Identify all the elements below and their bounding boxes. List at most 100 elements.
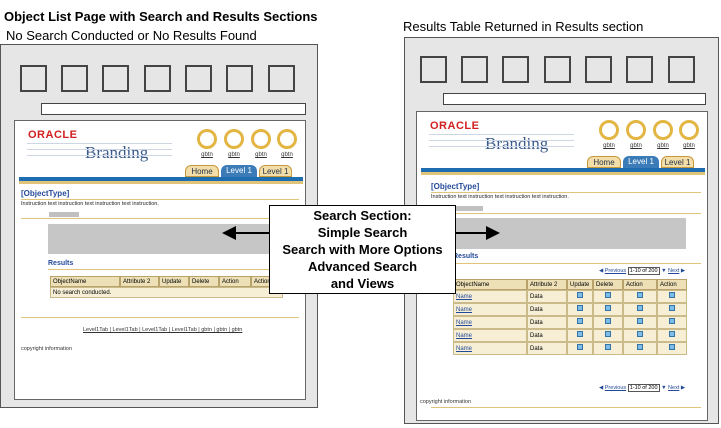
update-icon[interactable] [577, 292, 583, 298]
next-arrow-icon[interactable]: ▶ [680, 385, 686, 391]
column-header: Delete [593, 279, 623, 290]
toolbar-button-placeholder [626, 56, 653, 83]
action-icon[interactable] [669, 344, 675, 350]
tab-subbar [19, 181, 303, 184]
empty-results-message: No search conducted. [53, 290, 112, 296]
branding-rule [429, 134, 574, 135]
table-cell: Data [527, 329, 567, 342]
global-button-label[interactable]: gbtn [201, 152, 213, 158]
global-button-icon[interactable] [626, 120, 646, 140]
global-button-label[interactable]: gbtn [281, 152, 293, 158]
global-button-label[interactable]: gbtn [630, 143, 642, 149]
global-button-label[interactable]: gbtn [603, 143, 615, 149]
tab-home[interactable]: Home [587, 156, 621, 168]
table-cell: Data [527, 342, 567, 355]
delete-icon[interactable] [605, 305, 611, 311]
delete-icon[interactable] [605, 344, 611, 350]
next-arrow-icon[interactable]: ▶ [680, 268, 686, 274]
next-link[interactable]: Next [668, 268, 680, 274]
page-range-select[interactable]: 1-10 of 200 [627, 267, 660, 275]
global-button-icon[interactable] [224, 129, 244, 149]
callout-line: Advanced Search [307, 259, 418, 274]
global-button-icon[interactable] [277, 129, 297, 149]
page-range-select[interactable]: 1-10 of 200 [627, 384, 660, 392]
chevron-down-icon[interactable]: ▼ [661, 385, 667, 391]
results-navigation-top: ◀ Previous 1-10 of 200 ▼ Next ▶ [599, 267, 686, 275]
action-icon[interactable] [637, 292, 643, 298]
table-cell [567, 303, 593, 316]
callout-line: Simple Search [317, 225, 408, 240]
page-title: [ObjectType] [21, 189, 70, 198]
table-cell [567, 329, 593, 342]
tab-level1-active[interactable]: Level 1 [623, 156, 659, 168]
tab-level1[interactable]: Level 1 [259, 165, 292, 177]
search-label-placeholder [49, 212, 79, 217]
global-button-icon[interactable] [599, 120, 619, 140]
action-icon[interactable] [637, 318, 643, 324]
delete-icon[interactable] [605, 292, 611, 298]
table-cell [623, 342, 657, 355]
global-button-icon[interactable] [653, 120, 673, 140]
address-bar[interactable] [443, 93, 706, 105]
global-button-icon[interactable] [197, 129, 217, 149]
global-button-label[interactable]: gbtn [228, 152, 240, 158]
results-navigation-bottom: ◀ Previous 1-10 of 200 ▼ Next ▶ [599, 384, 686, 392]
object-name-link[interactable]: Name [456, 333, 473, 339]
title-rule [21, 199, 299, 200]
global-button-icon[interactable] [679, 120, 699, 140]
action-icon[interactable] [637, 305, 643, 311]
table-cell [623, 329, 657, 342]
oracle-logo: ORACLE [430, 120, 480, 132]
object-name-link[interactable]: Name [456, 346, 473, 352]
toolbar-button-placeholder [20, 65, 47, 92]
table-cell [567, 342, 593, 355]
table-cell: Data [527, 290, 567, 303]
previous-arrow-icon[interactable]: ◀ [599, 385, 604, 391]
table-cell [593, 290, 623, 303]
action-icon[interactable] [669, 305, 675, 311]
update-icon[interactable] [577, 344, 583, 350]
object-name-link[interactable]: Name [456, 294, 473, 300]
oracle-logo: ORACLE [28, 129, 78, 141]
next-link[interactable]: Next [668, 385, 680, 391]
global-button-icon[interactable] [251, 129, 271, 149]
previous-arrow-icon[interactable]: ◀ [599, 268, 604, 274]
footer-links[interactable]: Level1Tab | Level1Tab | Level1Tab | Leve… [83, 327, 243, 333]
branding-rule [429, 146, 574, 147]
object-name-link[interactable]: Name [456, 307, 473, 313]
attribute-value: Data [530, 320, 543, 326]
table-cell [623, 316, 657, 329]
update-icon[interactable] [577, 318, 583, 324]
tab-level1-active[interactable]: Level 1 [221, 165, 257, 177]
delete-icon[interactable] [605, 331, 611, 337]
previous-link[interactable]: Previous [604, 385, 627, 391]
delete-icon[interactable] [605, 318, 611, 324]
action-icon[interactable] [669, 318, 675, 324]
chevron-down-icon[interactable]: ▼ [661, 268, 667, 274]
tab-home[interactable]: Home [185, 165, 219, 177]
global-button-label[interactable]: gbtn [657, 143, 669, 149]
update-icon[interactable] [577, 305, 583, 311]
results-heading: Results [453, 253, 479, 260]
toolbar-button-placeholder [544, 56, 571, 83]
column-header: Delete [189, 276, 219, 287]
action-icon[interactable] [637, 331, 643, 337]
action-icon[interactable] [637, 344, 643, 350]
attribute-value: Data [530, 307, 543, 313]
callout-line: Search with More Options [282, 242, 443, 257]
previous-link[interactable]: Previous [604, 268, 627, 274]
global-button-label[interactable]: gbtn [255, 152, 267, 158]
global-button-label[interactable]: gbtn [683, 143, 695, 149]
update-icon[interactable] [577, 331, 583, 337]
tab-level1[interactable]: Level 1 [661, 156, 694, 168]
table-cell [657, 316, 687, 329]
address-bar[interactable] [41, 103, 306, 115]
object-name-link[interactable]: Name [456, 320, 473, 326]
action-icon[interactable] [669, 331, 675, 337]
toolbar-button-placeholder [144, 65, 171, 92]
instruction-text: Instruction text instruction text instru… [21, 201, 159, 207]
attribute-value: Data [530, 294, 543, 300]
tab-bar [19, 177, 303, 181]
branding-text: Branding [485, 134, 549, 153]
action-icon[interactable] [669, 292, 675, 298]
